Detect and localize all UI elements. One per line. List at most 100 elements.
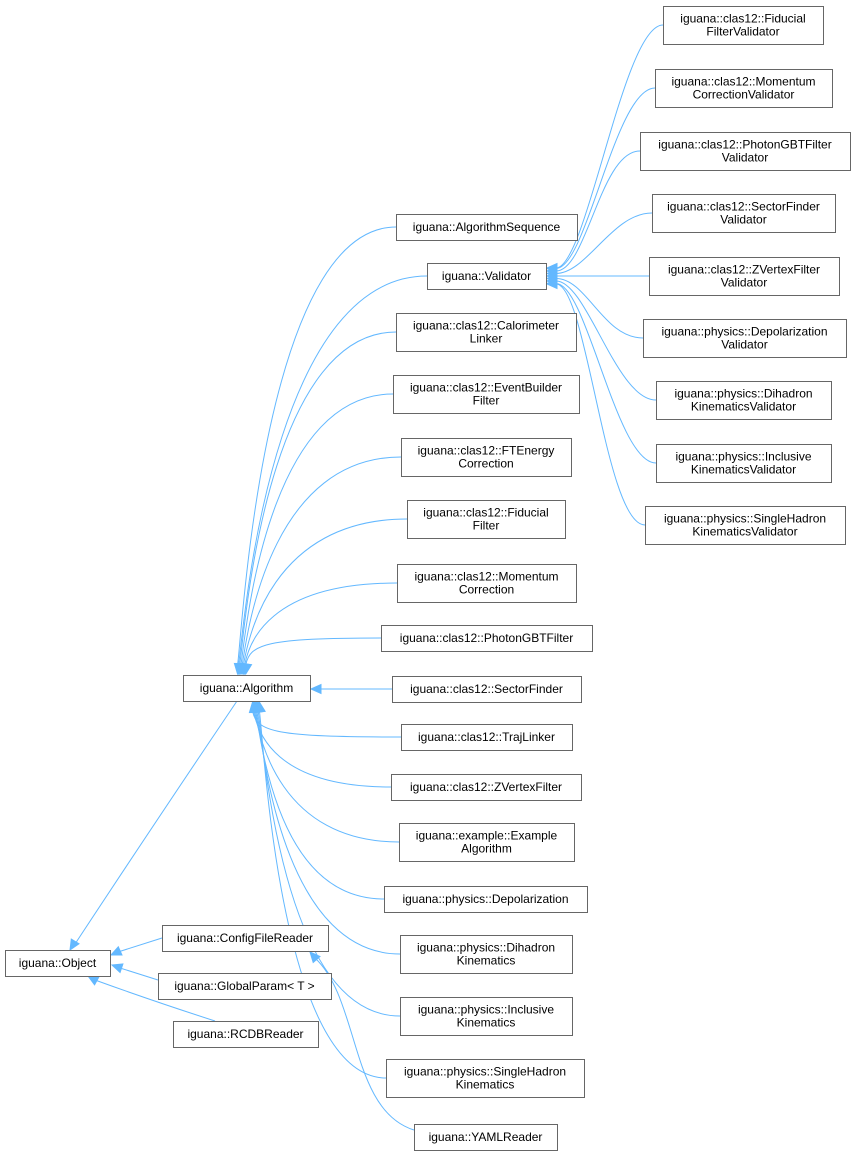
inheritance-line [555, 283, 646, 526]
class-node-label: Correction [458, 457, 513, 471]
class-node-algorithmsequence[interactable]: iguana::AlgorithmSequence [396, 214, 578, 241]
class-node-label: iguana::clas12::Fiducial [680, 12, 805, 26]
class-node-label: iguana::YAMLReader [429, 1130, 543, 1144]
inheritance-line [555, 282, 657, 464]
class-node-globalparam[interactable]: iguana::GlobalParam< T > [158, 973, 332, 1000]
edge-trajlinker-to-algorithm [248, 700, 402, 738]
inheritance-line [253, 710, 392, 788]
edge-ftenergycorrection-to-algorithm [238, 456, 402, 676]
class-node-label: iguana::example::Example [416, 829, 558, 843]
class-node-singlehadronkinematicsvalidator[interactable]: iguana::physics::SingleHadronKinematicsV… [645, 506, 846, 545]
inheritance-line [555, 280, 657, 401]
class-node-box [396, 313, 577, 352]
class-node-label: Validator [722, 151, 768, 165]
class-node-label: iguana::ConfigFileReader [177, 931, 313, 945]
class-node-photongbtfilter[interactable]: iguana::clas12::PhotonGBTFilter [381, 625, 593, 652]
class-node-box [173, 1021, 319, 1048]
edge-singlehadronkinematicsvalidator-to-validator [545, 278, 646, 526]
inheritance-line [555, 87, 656, 269]
edge-momentumcorrection-to-algorithm [240, 582, 398, 676]
class-node-rcdbreader[interactable]: iguana::RCDBReader [173, 1021, 319, 1048]
class-node-label: iguana::Validator [442, 269, 531, 283]
class-node-label: iguana::Object [19, 956, 97, 970]
class-node-label: iguana::physics::Depolarization [402, 892, 568, 906]
edge-sectorfinder-to-algorithm [309, 683, 392, 695]
class-node-box [401, 438, 572, 477]
class-node-label: iguana::physics::Depolarization [661, 325, 827, 339]
class-node-depolarization[interactable]: iguana::physics::Depolarization [384, 886, 588, 913]
class-node-box [183, 675, 311, 702]
class-node-label: KinematicsValidator [692, 525, 797, 539]
class-node-sectorfinder[interactable]: iguana::clas12::SectorFinder [392, 676, 582, 703]
class-node-zvertexfilter[interactable]: iguana::clas12::ZVertexFilter [391, 774, 582, 801]
class-node-label: iguana::physics::Inclusive [418, 1003, 554, 1017]
edge-globalparam-to-object [110, 963, 159, 981]
class-node-box [645, 506, 846, 545]
edge-singlehadronkinematics-to-algorithm [255, 700, 387, 1079]
class-node-object[interactable]: iguana::Object [5, 950, 111, 977]
class-node-dihadronkinematicsvalidator[interactable]: iguana::physics::DihadronKinematicsValid… [656, 381, 832, 420]
inheritance-arrowhead [309, 683, 322, 695]
class-node-box [384, 886, 588, 913]
class-node-label: iguana::clas12::SectorFinder [667, 200, 820, 214]
edge-photongbtfilter-to-algorithm [241, 637, 382, 676]
class-node-box [399, 823, 575, 862]
edge-algorithmsequence-to-algorithm [233, 226, 397, 676]
class-node-label: iguana::clas12::ZVertexFilter [668, 263, 820, 277]
inheritance-line [240, 393, 394, 666]
edge-eventbuilderfilter-to-algorithm [237, 393, 394, 676]
class-node-label: iguana::clas12::FTEnergy [418, 444, 555, 458]
class-node-label: iguana::RCDBReader [187, 1027, 303, 1041]
class-node-box [386, 1059, 585, 1098]
class-node-label: Kinematics [456, 1078, 515, 1092]
inheritance-line [555, 212, 653, 274]
class-node-momentumcorrectionvalidator[interactable]: iguana::clas12::MomentumCorrectionValida… [655, 69, 833, 108]
class-node-label: Filter [473, 394, 500, 408]
inheritance-arrowhead [545, 278, 558, 290]
class-node-label: iguana::clas12::PhotonGBTFilter [400, 631, 573, 645]
class-node-validator[interactable]: iguana::Validator [427, 263, 547, 290]
class-node-box [663, 6, 824, 45]
class-node-label: Kinematics [457, 1016, 516, 1030]
inheritance-line [239, 331, 397, 666]
class-node-inclusivekinematicsvalidator[interactable]: iguana::physics::InclusiveKinematicsVali… [656, 444, 832, 483]
class-node-box [396, 214, 578, 241]
class-node-yamlreader[interactable]: iguana::YAMLReader [414, 1124, 558, 1151]
inheritance-line [258, 710, 387, 1079]
inheritance-line [117, 937, 163, 953]
class-node-label: Validator [720, 213, 766, 227]
class-node-box [643, 319, 847, 358]
class-node-label: iguana::clas12::EventBuilder [410, 381, 562, 395]
inheritance-line [252, 710, 402, 738]
class-node-trajlinker[interactable]: iguana::clas12::TrajLinker [401, 724, 573, 751]
class-node-configfilereader[interactable]: iguana::ConfigFileReader [162, 925, 329, 952]
class-node-box [392, 676, 582, 703]
class-node-box [655, 69, 833, 108]
class-node-box [391, 774, 582, 801]
class-node-algorithm[interactable]: iguana::Algorithm [183, 675, 311, 702]
inheritance-line [555, 150, 641, 272]
inheritance-line [555, 277, 644, 339]
edge-momentumcorrectionvalidator-to-validator [545, 87, 656, 274]
inheritance-line [254, 710, 400, 843]
class-node-label: iguana::clas12::ZVertexFilter [410, 780, 562, 794]
inheritance-arrowhead [309, 951, 321, 964]
class-node-box [162, 925, 329, 952]
class-node-label: Filter [473, 519, 500, 533]
inheritance-arrowhead [69, 938, 80, 952]
